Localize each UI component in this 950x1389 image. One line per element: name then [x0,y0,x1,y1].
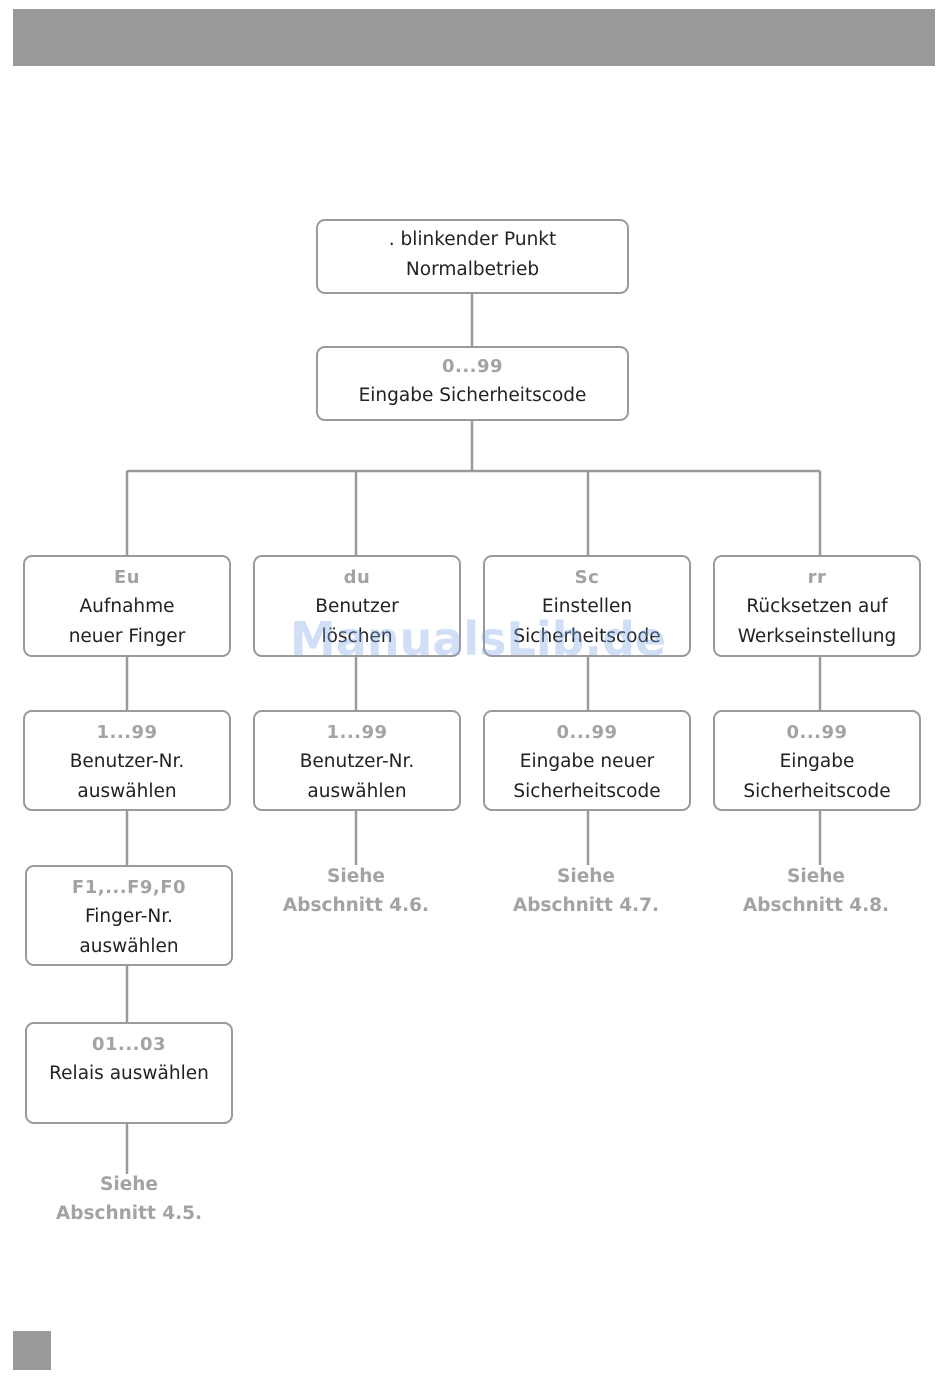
eu-relay-code: 01...03 [91,1034,167,1055]
root-line1: . blinkender Punkt [388,229,557,250]
sc-new-code-line2: Sicherheitscode [513,780,661,802]
sc-new-code-range: 0...99 [556,722,618,743]
eu-finger-number-code: F1,...F9,F0 [71,877,187,898]
eu-finger-number-line2: auswählen [79,935,179,957]
page-corner-marker [13,1331,51,1370]
branch-sc-box: Sc Einstellen Sicherheitscode [483,555,691,657]
watermark: ManualsLib.de [290,612,667,666]
rr-security-code-range: 0...99 [786,722,848,743]
root-line2: Normalbetrieb [405,258,540,280]
du-ref-line2: Abschnitt 4.6. [282,895,430,916]
branch-eu-code: Eu [113,567,141,588]
security-code-range: 0...99 [441,356,504,377]
branch-rr-line2: Werkseinstellung [737,625,897,647]
eu-user-number-box: 1...99 Benutzer-Nr. auswählen [23,710,231,811]
security-code-label: Eingabe Sicherheitscode [358,385,587,406]
branch-du-line1: Benutzer [315,596,399,617]
branch-eu-box: Eu Aufnahme neuer Finger [23,555,231,657]
security-code-box: 0...99 Eingabe Sicherheitscode [316,346,629,421]
rr-section-reference: Siehe Abschnitt 4.8. [706,862,926,920]
branch-du-line2: löschen [321,625,393,647]
normal-mode-box: . blinkender Punkt Normalbetrieb [316,219,629,294]
branch-rr-code: rr [807,567,827,588]
branch-rr-line1: Rücksetzen auf [746,596,888,617]
branch-du-box: du Benutzer löschen [253,555,461,657]
eu-ref-line1: Siehe [100,1174,158,1195]
eu-relay-line1: Relais auswählen [49,1063,209,1084]
eu-finger-number-box: F1,...F9,F0 Finger-Nr. auswählen [25,865,233,966]
du-user-number-line2: auswählen [307,780,407,802]
du-user-number-line1: Benutzer-Nr. [299,751,415,772]
branch-sc-line2: Sicherheitscode [513,625,661,647]
eu-finger-number-line1: Finger-Nr. [84,906,173,927]
branch-sc-line1: Einstellen [541,596,633,617]
du-user-number-code: 1...99 [326,722,388,743]
branch-sc-code: Sc [574,567,600,588]
eu-relay-box: 01...03 Relais auswählen [25,1022,233,1124]
branch-rr-box: rr Rücksetzen auf Werkseinstellung [713,555,921,657]
branch-eu-line2: neuer Finger [68,625,186,647]
rr-security-code-box: 0...99 Eingabe Sicherheitscode [713,710,921,811]
branch-eu-line1: Aufnahme [79,596,175,617]
eu-ref-line2: Abschnitt 4.5. [55,1203,203,1224]
du-section-reference: Siehe Abschnitt 4.6. [246,862,466,920]
rr-security-code-line2: Sicherheitscode [743,780,891,802]
du-user-number-box: 1...99 Benutzer-Nr. auswählen [253,710,461,811]
eu-user-number-line2: auswählen [77,780,177,802]
sc-section-reference: Siehe Abschnitt 4.7. [476,862,696,920]
sc-ref-line1: Siehe [557,866,615,887]
sc-new-code-line1: Eingabe neuer [519,751,655,772]
rr-ref-line2: Abschnitt 4.8. [742,895,890,916]
branch-du-code: du [343,567,371,588]
sc-ref-line2: Abschnitt 4.7. [512,895,660,916]
du-ref-line1: Siehe [327,866,385,887]
sc-new-code-box: 0...99 Eingabe neuer Sicherheitscode [483,710,691,811]
eu-user-number-line1: Benutzer-Nr. [69,751,185,772]
header-bar [13,9,935,66]
rr-ref-line1: Siehe [787,866,845,887]
eu-section-reference: Siehe Abschnitt 4.5. [19,1170,239,1228]
rr-security-code-line1: Eingabe [779,751,855,772]
eu-user-number-code: 1...99 [96,722,158,743]
